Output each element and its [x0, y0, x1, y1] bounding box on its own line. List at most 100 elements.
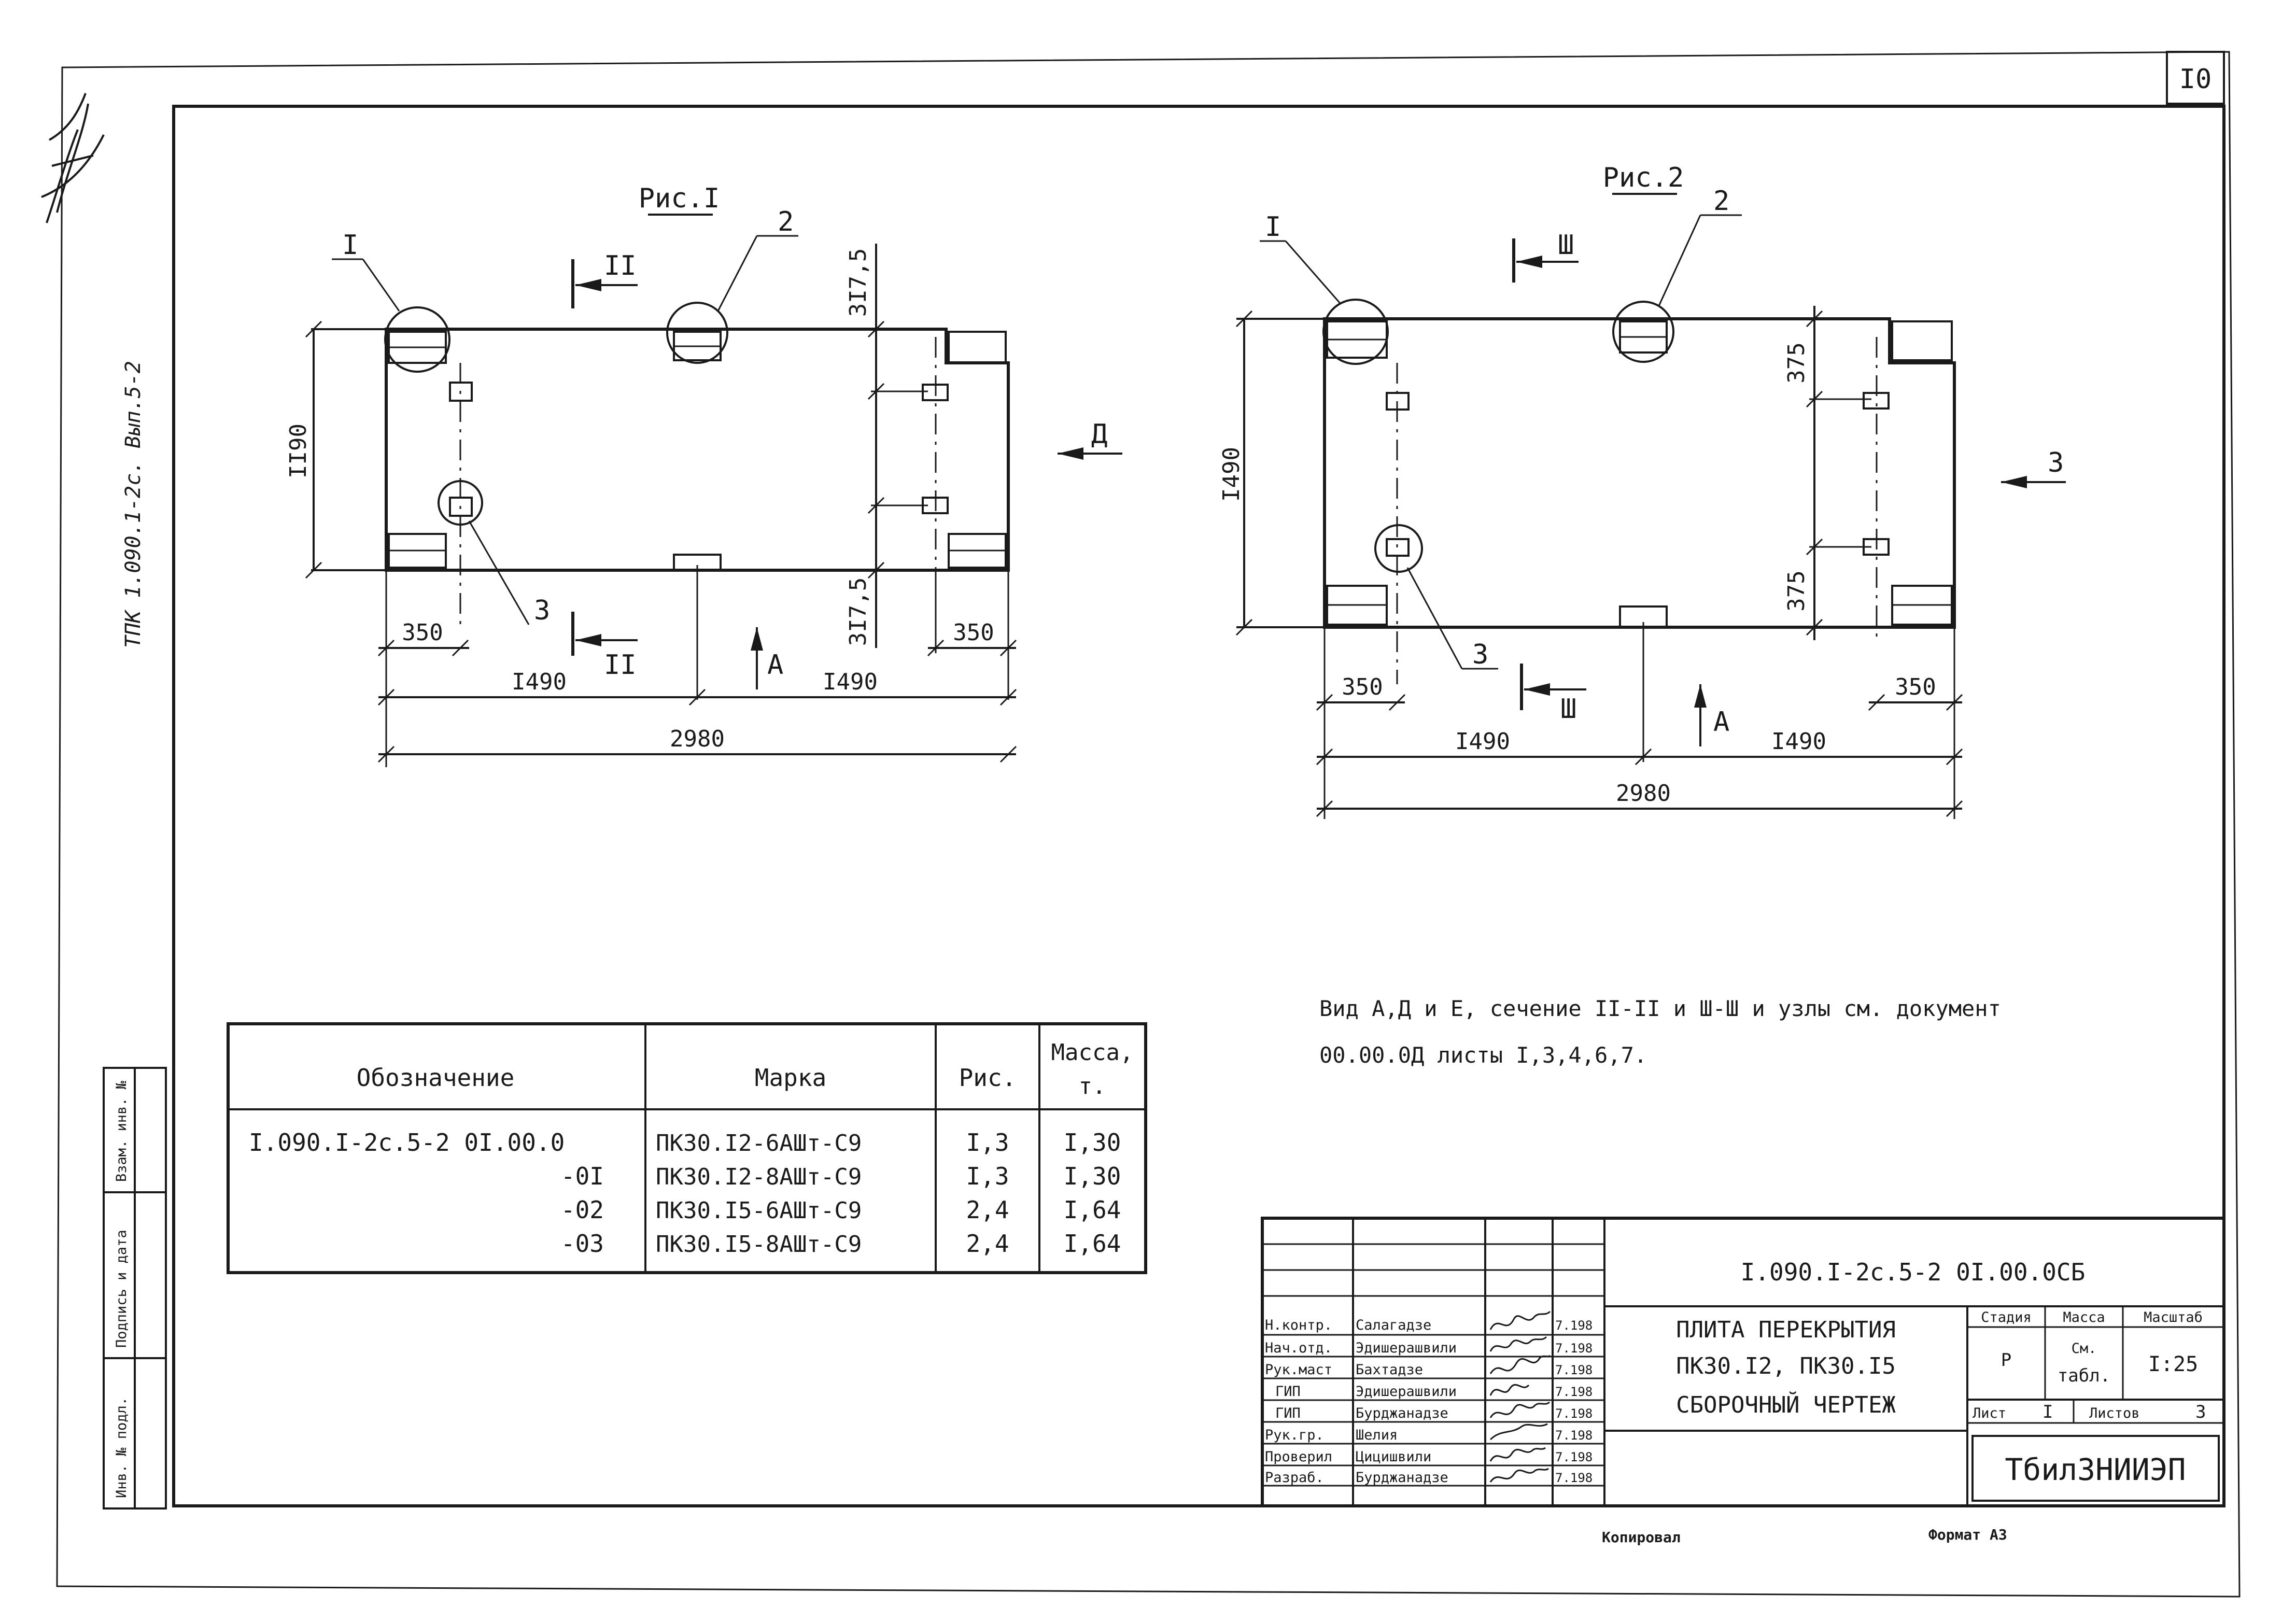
fig1-view-d: Д — [1091, 419, 1107, 450]
fig1-title: Рис.I — [639, 183, 720, 214]
tb-role: Разраб. — [1265, 1470, 1324, 1486]
spec-cell: -0I — [561, 1162, 604, 1190]
tb-sheet-no: I — [2043, 1402, 2053, 1422]
fig2-dim-half-right: I490 — [1771, 728, 1826, 755]
tb-signer: Эдишерашвили — [1356, 1384, 1457, 1400]
spec-header-mass-unit: т. — [1079, 1073, 1106, 1099]
tb-sheet-label: Лист — [1973, 1405, 2006, 1421]
spec-cell: I,64 — [1064, 1230, 1121, 1258]
sheet-number: I0 — [2179, 64, 2212, 95]
tb-date: 7.198 — [1555, 1363, 1593, 1377]
fig2-view-a: А — [1713, 707, 1729, 738]
spec-header-designation: Обозначение — [357, 1064, 515, 1092]
side-label-sign: Подпись и дата — [114, 1230, 130, 1348]
spec-cell: -03 — [561, 1230, 604, 1258]
format-label: Формат А3 — [1928, 1526, 2007, 1543]
tb-scale: I:25 — [2148, 1352, 2198, 1376]
fig1-dim-offset-bottom: 3I7,5 — [845, 577, 871, 646]
fig1-embedded-parts — [388, 331, 1007, 571]
sheet-trim-edge — [56, 51, 2241, 1598]
side-label-replace: Взам. инв. № — [114, 1080, 130, 1182]
tb-mass-2: табл. — [2058, 1365, 2110, 1386]
spec-cell: I.090.I-2с.5-2 0I.00.0 — [249, 1129, 565, 1156]
tb-date: 7.198 — [1555, 1428, 1593, 1443]
title-block: I.090.I-2с.5-2 0I.00.0СБ ПЛИТА ПЕРЕКРЫТИ… — [1261, 1217, 2225, 1507]
note-line-1: Вид А,Д и Е, сечение II-II и Ш-Ш и узлы … — [1319, 996, 2001, 1021]
tb-sheets-total: 3 — [2195, 1402, 2206, 1422]
fig2-dim-offset-top: 375 — [1783, 342, 1810, 383]
fig2-callout-2: 2 — [1713, 186, 1729, 217]
fig2-title: Рис.2 — [1603, 162, 1684, 193]
spec-table: Обозначение Марка Рис. Масса, т. I.090.I… — [227, 1022, 1147, 1274]
fig1-callout-circle-1 — [384, 306, 450, 373]
tb-role: Проверил — [1265, 1449, 1332, 1465]
fig1-dim-half-left: I490 — [512, 669, 567, 695]
tb-role: Рук.гр. — [1265, 1427, 1324, 1443]
spec-cell: ПК30.I5-6АШт-С9 — [656, 1197, 862, 1224]
fig2-dim-offset-bottom: 375 — [1783, 570, 1810, 611]
fig2-section-top: Ш — [1558, 230, 1574, 261]
spec-cell: I,3 — [966, 1162, 1009, 1190]
fig2-dim-half-left: I490 — [1455, 728, 1510, 755]
tb-stage: Р — [2001, 1350, 2011, 1371]
spec-cell: -02 — [561, 1196, 604, 1224]
spec-cell: 2,4 — [966, 1196, 1009, 1224]
fig2-callout-3: 3 — [1472, 639, 1488, 670]
spec-header-mass: Масса, — [1051, 1039, 1134, 1066]
tb-role: ГИП — [1275, 1405, 1301, 1421]
tb-role: Н.контр. — [1265, 1317, 1332, 1333]
handwritten-stamp — [41, 93, 105, 223]
tb-name-3: СБОРОЧНЫЙ ЧЕРТЕЖ — [1676, 1391, 1896, 1418]
fig2-view-z: З — [2048, 447, 2064, 478]
tb-role: ГИП — [1275, 1384, 1301, 1400]
tb-signer: Бахтадзе — [1356, 1362, 1423, 1378]
fig1-section-bottom: II — [604, 650, 637, 681]
fig1-callout-1: I — [342, 230, 358, 261]
tb-date: 7.198 — [1555, 1385, 1593, 1399]
side-block: Инв. № подл. Подпись и дата Взам. инв. № — [103, 1067, 167, 1510]
fig1-section-top: II — [604, 250, 637, 281]
tb-name-1: ПЛИТА ПЕРЕКРЫТИЯ — [1676, 1317, 1896, 1343]
fig2-callout-circle-3 — [1374, 524, 1423, 573]
spec-cell: ПК30.I2-6АШт-С9 — [656, 1130, 862, 1156]
fig1-dim-height: II90 — [285, 424, 312, 478]
spec-cell: I,3 — [966, 1129, 1009, 1156]
figure-2: Рис.2 I 2 3 Ш — [1218, 162, 2066, 819]
tb-sheets-label: Листов — [2089, 1405, 2140, 1421]
fig2-embedded-parts — [1326, 320, 1953, 628]
tb-signer: Салагадзе — [1356, 1317, 1431, 1333]
fig1-dim-right: 350 — [953, 619, 994, 646]
tb-role: Рук.маст — [1265, 1362, 1332, 1378]
tb-date: 7.198 — [1555, 1471, 1593, 1485]
fig1-callout-2: 2 — [778, 206, 794, 237]
tb-date: 7.198 — [1555, 1341, 1593, 1356]
tb-signer: Шелия — [1356, 1427, 1398, 1443]
fig2-dim-right: 350 — [1895, 674, 1936, 700]
fig2-slab-outline — [1323, 317, 1956, 629]
fig2-section-bottom: Ш — [1560, 694, 1576, 725]
tb-scale-header: Масштаб — [2144, 1309, 2203, 1325]
tb-mass-header: Масса — [2063, 1309, 2105, 1325]
figure-1: Рис.I I 2 3 — [285, 183, 1122, 767]
fig1-callout-3: 3 — [534, 595, 550, 626]
fig1-dim-offset-top: 3I7,5 — [845, 248, 871, 317]
spec-header-mark: Марка — [755, 1064, 826, 1092]
tb-role: Нач.отд. — [1265, 1340, 1332, 1356]
handwritten-signatures — [1489, 1310, 1551, 1483]
drawing-frame — [172, 105, 2225, 1507]
tb-name-2: ПК30.I2, ПК30.I5 — [1676, 1353, 1896, 1379]
side-stamp: ТПК 1.090.1-2с. Вып.5-2 — [121, 361, 145, 648]
sheet-number-box — [2166, 51, 2225, 105]
fig2-callout-circle-1 — [1322, 299, 1389, 365]
fig1-dim-total: 2980 — [670, 726, 725, 752]
spec-cell: I,30 — [1064, 1162, 1121, 1190]
fig2-dim-height: I490 — [1218, 447, 1245, 502]
spec-cell: ПК30.I2-8АШт-С9 — [656, 1164, 862, 1190]
fig1-callout-circle-3 — [438, 480, 483, 526]
tb-mass-1: См. — [2072, 1341, 2097, 1357]
tb-signer: Бурджанадзе — [1356, 1405, 1448, 1421]
note-line-2: 00.00.0Д листы I,3,4,6,7. — [1319, 1042, 1647, 1068]
spec-cell: 2,4 — [966, 1230, 1009, 1258]
fig1-callout-circle-2 — [666, 302, 728, 364]
